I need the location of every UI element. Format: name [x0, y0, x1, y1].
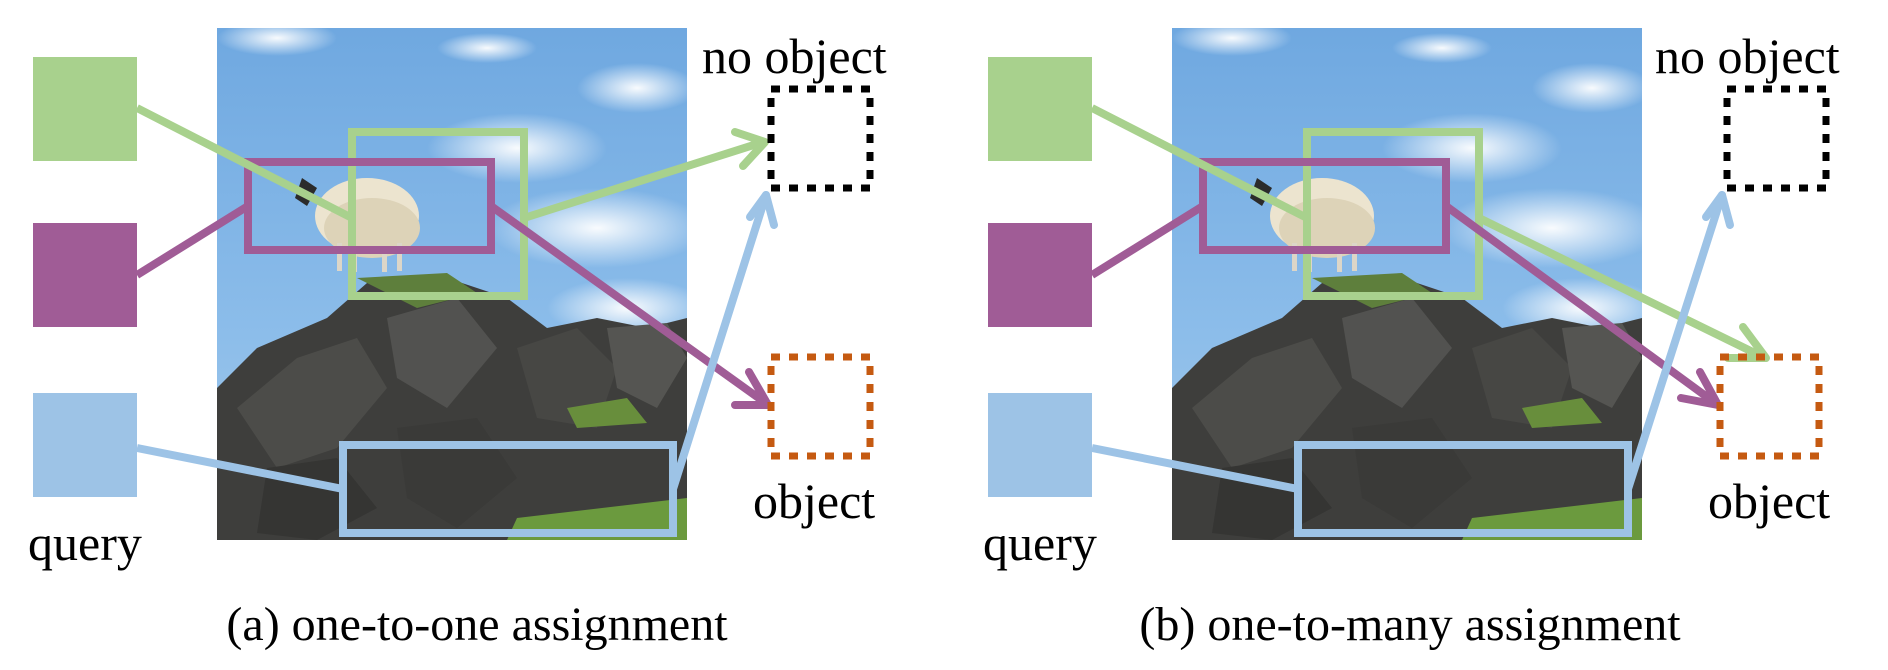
sheep-image [217, 20, 707, 540]
query-square-purple [988, 223, 1092, 327]
query-label: query [983, 515, 1097, 571]
query-square-green [988, 57, 1092, 161]
object-box [1716, 353, 1823, 460]
no-object-label: no object [702, 28, 887, 84]
purple-query-line [134, 202, 251, 279]
no-object-box [767, 85, 874, 192]
green-query-line [1090, 104, 1309, 222]
purple-query-line [1089, 202, 1206, 279]
object-label: object [1708, 473, 1830, 529]
object-label: object [753, 473, 875, 529]
sheep-image [1172, 20, 1662, 540]
no-object-label: no object [1655, 28, 1840, 84]
query-square-blue [988, 393, 1092, 497]
panel-b: query no object object (b) one-to-many a… [983, 20, 1840, 651]
green-arrow [520, 128, 769, 222]
green-query-line [135, 104, 354, 222]
blue-query-line [1091, 444, 1299, 493]
blue-arrow [669, 191, 778, 493]
blue-arrow [1624, 191, 1734, 493]
query-label: query [28, 515, 142, 571]
query-square-purple [33, 223, 137, 327]
object-box [767, 353, 874, 460]
caption-b: (b) one-to-many assignment [1139, 598, 1681, 651]
panel-a: query no object object (a) one-to-one as… [28, 20, 887, 651]
query-square-blue [33, 393, 137, 497]
query-square-green [33, 57, 137, 161]
blue-query-line [136, 444, 344, 493]
no-object-box [1723, 85, 1830, 192]
caption-a: (a) one-to-one assignment [226, 598, 728, 651]
